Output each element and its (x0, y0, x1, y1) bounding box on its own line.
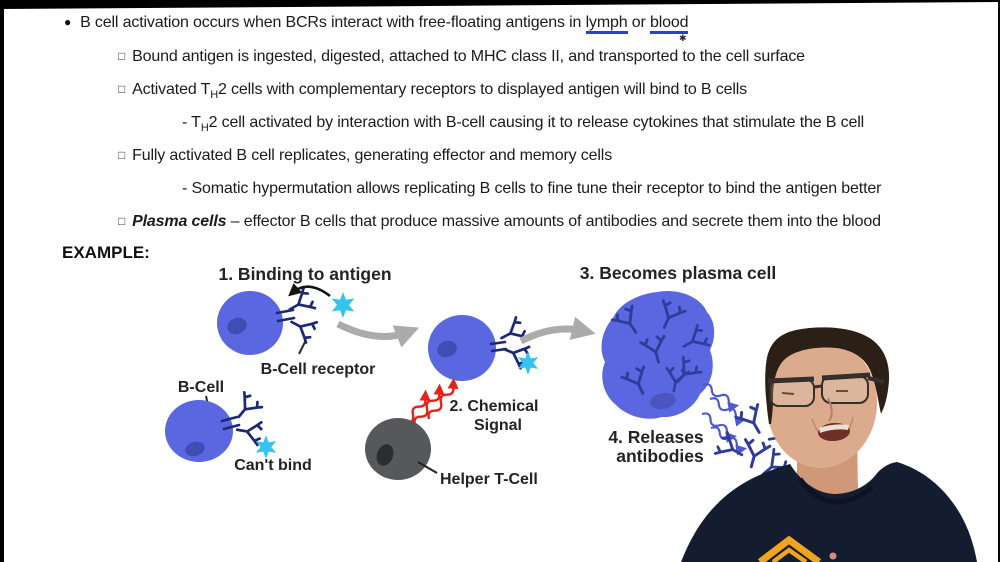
note-line-bound-antigen: □Bound antigen is ingested, digested, at… (118, 48, 805, 65)
glasses-icon (767, 372, 885, 407)
square-bullet-icon: □ (118, 148, 126, 162)
note-line-plasma-cells: □Plasma cells – effector B cells that pr… (118, 213, 881, 230)
instructor-nose (827, 397, 833, 422)
step1-label: 1. Binding to antigen (218, 264, 391, 284)
square-bullet-icon: □ (118, 82, 126, 96)
instructor-teeth (819, 424, 849, 433)
step2-label-line1: 2. Chemical (450, 398, 539, 415)
pen-mark: ✱ (679, 33, 687, 43)
instructor-shirt (681, 462, 977, 562)
note-line-th2-bind: □Activated TH2 cells with complementary … (118, 81, 748, 102)
line1-text: B cell activation occurs when BCRs inter… (80, 14, 689, 34)
note-line-activation: ● B cell activation occurs when BCRs inte… (64, 14, 689, 34)
step4-label-line1: 4. Releases (608, 427, 704, 447)
shirt-dot (829, 552, 837, 560)
instructor-hair (765, 327, 890, 424)
note-line-fully-activated: □Fully activated B cell replicates, gene… (118, 147, 613, 164)
unbound-receptor-icon (220, 390, 264, 447)
shirt-collar (797, 477, 874, 505)
shirt-logo-icon (757, 535, 822, 562)
letterbox-right (998, 0, 1000, 562)
instructor (681, 327, 977, 562)
note-line-somatic-hypermutation: - Somatic hypermutation allows replicati… (182, 180, 882, 197)
bullet-icon: ● (64, 15, 72, 29)
helper-t-cell-pointer-line (417, 461, 438, 474)
flow-arrow-2-icon (519, 316, 596, 345)
example-heading: EXAMPLE: (62, 243, 150, 262)
flow-arrow-1-icon (336, 320, 420, 348)
receptor-pointer-line (298, 339, 307, 355)
b-cell-receptor-label: B-Cell receptor (261, 361, 376, 378)
square-bullet-icon: □ (118, 214, 126, 228)
b-cell-top (217, 291, 283, 355)
b-cell-bottom (165, 400, 233, 462)
binding-arrow-icon (288, 282, 331, 298)
term-plasma-cells: Plasma cells (132, 213, 227, 230)
note-line-th2-cytokines: - TH2 cell activated by interaction with… (182, 114, 865, 135)
b-cell-label: B-Cell (178, 379, 224, 396)
helper-t-cell (365, 418, 431, 480)
cant-bind-label: Can't bind (234, 457, 312, 474)
antigen-star-icon (331, 292, 355, 318)
instructor-face (766, 340, 878, 468)
bound-receptor-icon (489, 315, 532, 370)
release-arrows-icon (701, 381, 745, 451)
underlined-word-blood: blood (650, 14, 689, 34)
helper-t-cell-label: Helper T-Cell (440, 471, 538, 488)
letterbox-left (0, 0, 4, 562)
b-cell-activated (428, 315, 496, 381)
underlined-word-lymph: lymph (585, 14, 628, 34)
letterbox-top (0, 0, 1000, 9)
b-cell-receptor-icon (275, 286, 320, 345)
step4-label-line2: antibodies (616, 446, 704, 466)
step2-label-line2: Signal (474, 417, 522, 434)
instructor-eyes (781, 390, 848, 395)
step3-label: 3. Becomes plasma cell (580, 263, 777, 283)
square-bullet-icon: □ (118, 49, 126, 63)
